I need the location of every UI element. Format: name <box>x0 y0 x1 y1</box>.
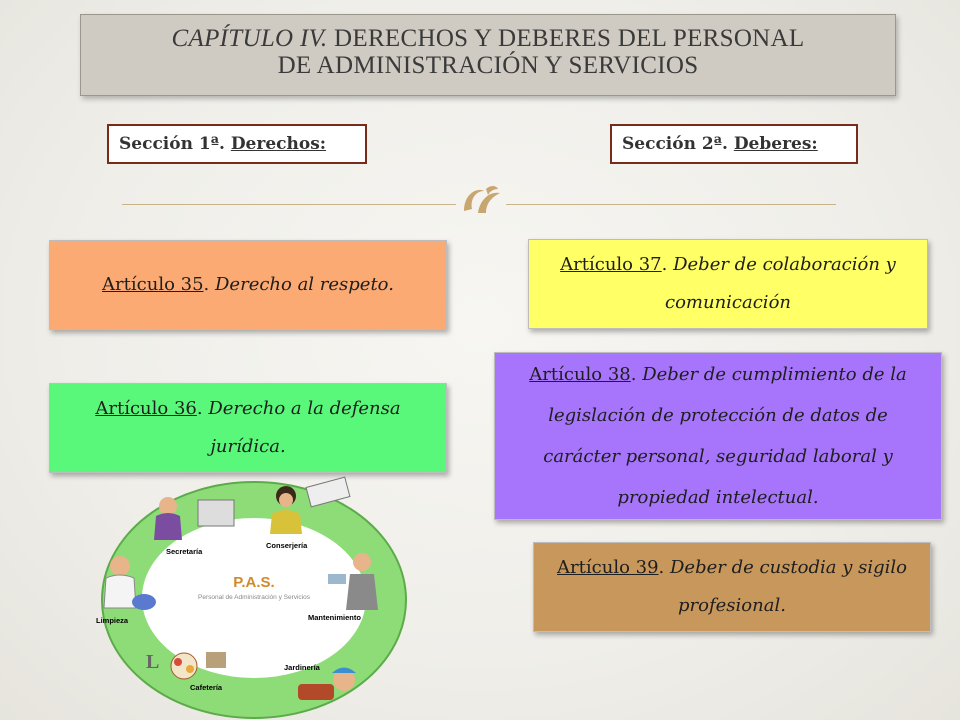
section-1-label: Sección 1ª. Derechos: <box>107 124 367 164</box>
chapter-title: CAPÍTULO IV. DERECHOS Y DEBERES DEL PERS… <box>80 14 896 96</box>
chapter-title-line2: DE ADMINISTRACIÓN Y SERVICIOS <box>277 52 699 79</box>
article-39-title: Deber de custodia y sigilo profesional. <box>670 557 907 616</box>
divider-left <box>122 204 456 205</box>
article-39-box: Artículo 39. Deber de custodia y sigilo … <box>533 542 931 632</box>
jardineria-figure-icon <box>298 667 356 700</box>
ring-center <box>142 518 366 678</box>
cafeteria-figure-icon: L <box>146 651 226 680</box>
article-35-title: Derecho al respeto. <box>215 274 394 295</box>
article-38-title: Deber de cumplimiento de la legislación … <box>543 364 907 508</box>
article-36-number: Artículo 36 <box>95 398 197 419</box>
article-35-box: Artículo 35. Derecho al respeto. <box>49 240 447 330</box>
pas-center-title: P.A.S. <box>233 574 274 591</box>
pas-staff-illustration: P.A.S. Personal de Administración y Serv… <box>96 476 407 719</box>
label-limpieza: Limpieza <box>96 616 129 625</box>
article-37-number: Artículo 37 <box>560 254 662 275</box>
chapter-title-line1: DERECHOS Y DEBERES DEL PERSONAL <box>327 25 805 52</box>
article-36-title: Derecho a la defensa jurídica. <box>208 398 401 457</box>
article-37-title: Deber de colaboración y comunicación <box>664 254 896 313</box>
section-2-heading: Deberes: <box>733 134 818 154</box>
article-38-number: Artículo 38 <box>529 364 631 385</box>
article-36-box: Artículo 36. Derecho a la defensa jurídi… <box>49 383 447 473</box>
section-1-heading: Derechos: <box>230 134 327 154</box>
label-cafeteria: Cafetería <box>190 683 223 692</box>
pas-center-subtitle: Personal de Administración y Servicios <box>198 594 311 601</box>
secretaria-figure-icon <box>154 497 235 540</box>
article-37-box: Artículo 37. Deber de colaboración y com… <box>528 239 928 329</box>
svg-text:L: L <box>146 651 159 673</box>
label-mantenimiento: Mantenimiento <box>308 613 361 622</box>
mantenimiento-figure-icon <box>328 553 378 610</box>
conserjeria-figure-icon <box>270 476 351 534</box>
section-1-prefix: Sección 1ª. <box>119 134 231 154</box>
label-conserjeria: Conserjería <box>266 541 308 550</box>
limpieza-figure-icon <box>103 556 156 610</box>
article-39-number: Artículo 39 <box>557 557 659 578</box>
divider-right <box>506 204 836 205</box>
label-jardineria: Jardinería <box>284 663 321 672</box>
article-38-box: Artículo 38. Deber de cumplimiento de la… <box>494 352 942 520</box>
ornament-icon <box>464 186 500 213</box>
label-secretaria: Secretaría <box>166 547 203 556</box>
section-2-label: Sección 2ª. Deberes: <box>610 124 858 164</box>
section-2-prefix: Sección 2ª. <box>622 134 734 154</box>
article-35-number: Artículo 35 <box>102 274 204 295</box>
chapter-number: CAPÍTULO IV. <box>171 25 328 52</box>
